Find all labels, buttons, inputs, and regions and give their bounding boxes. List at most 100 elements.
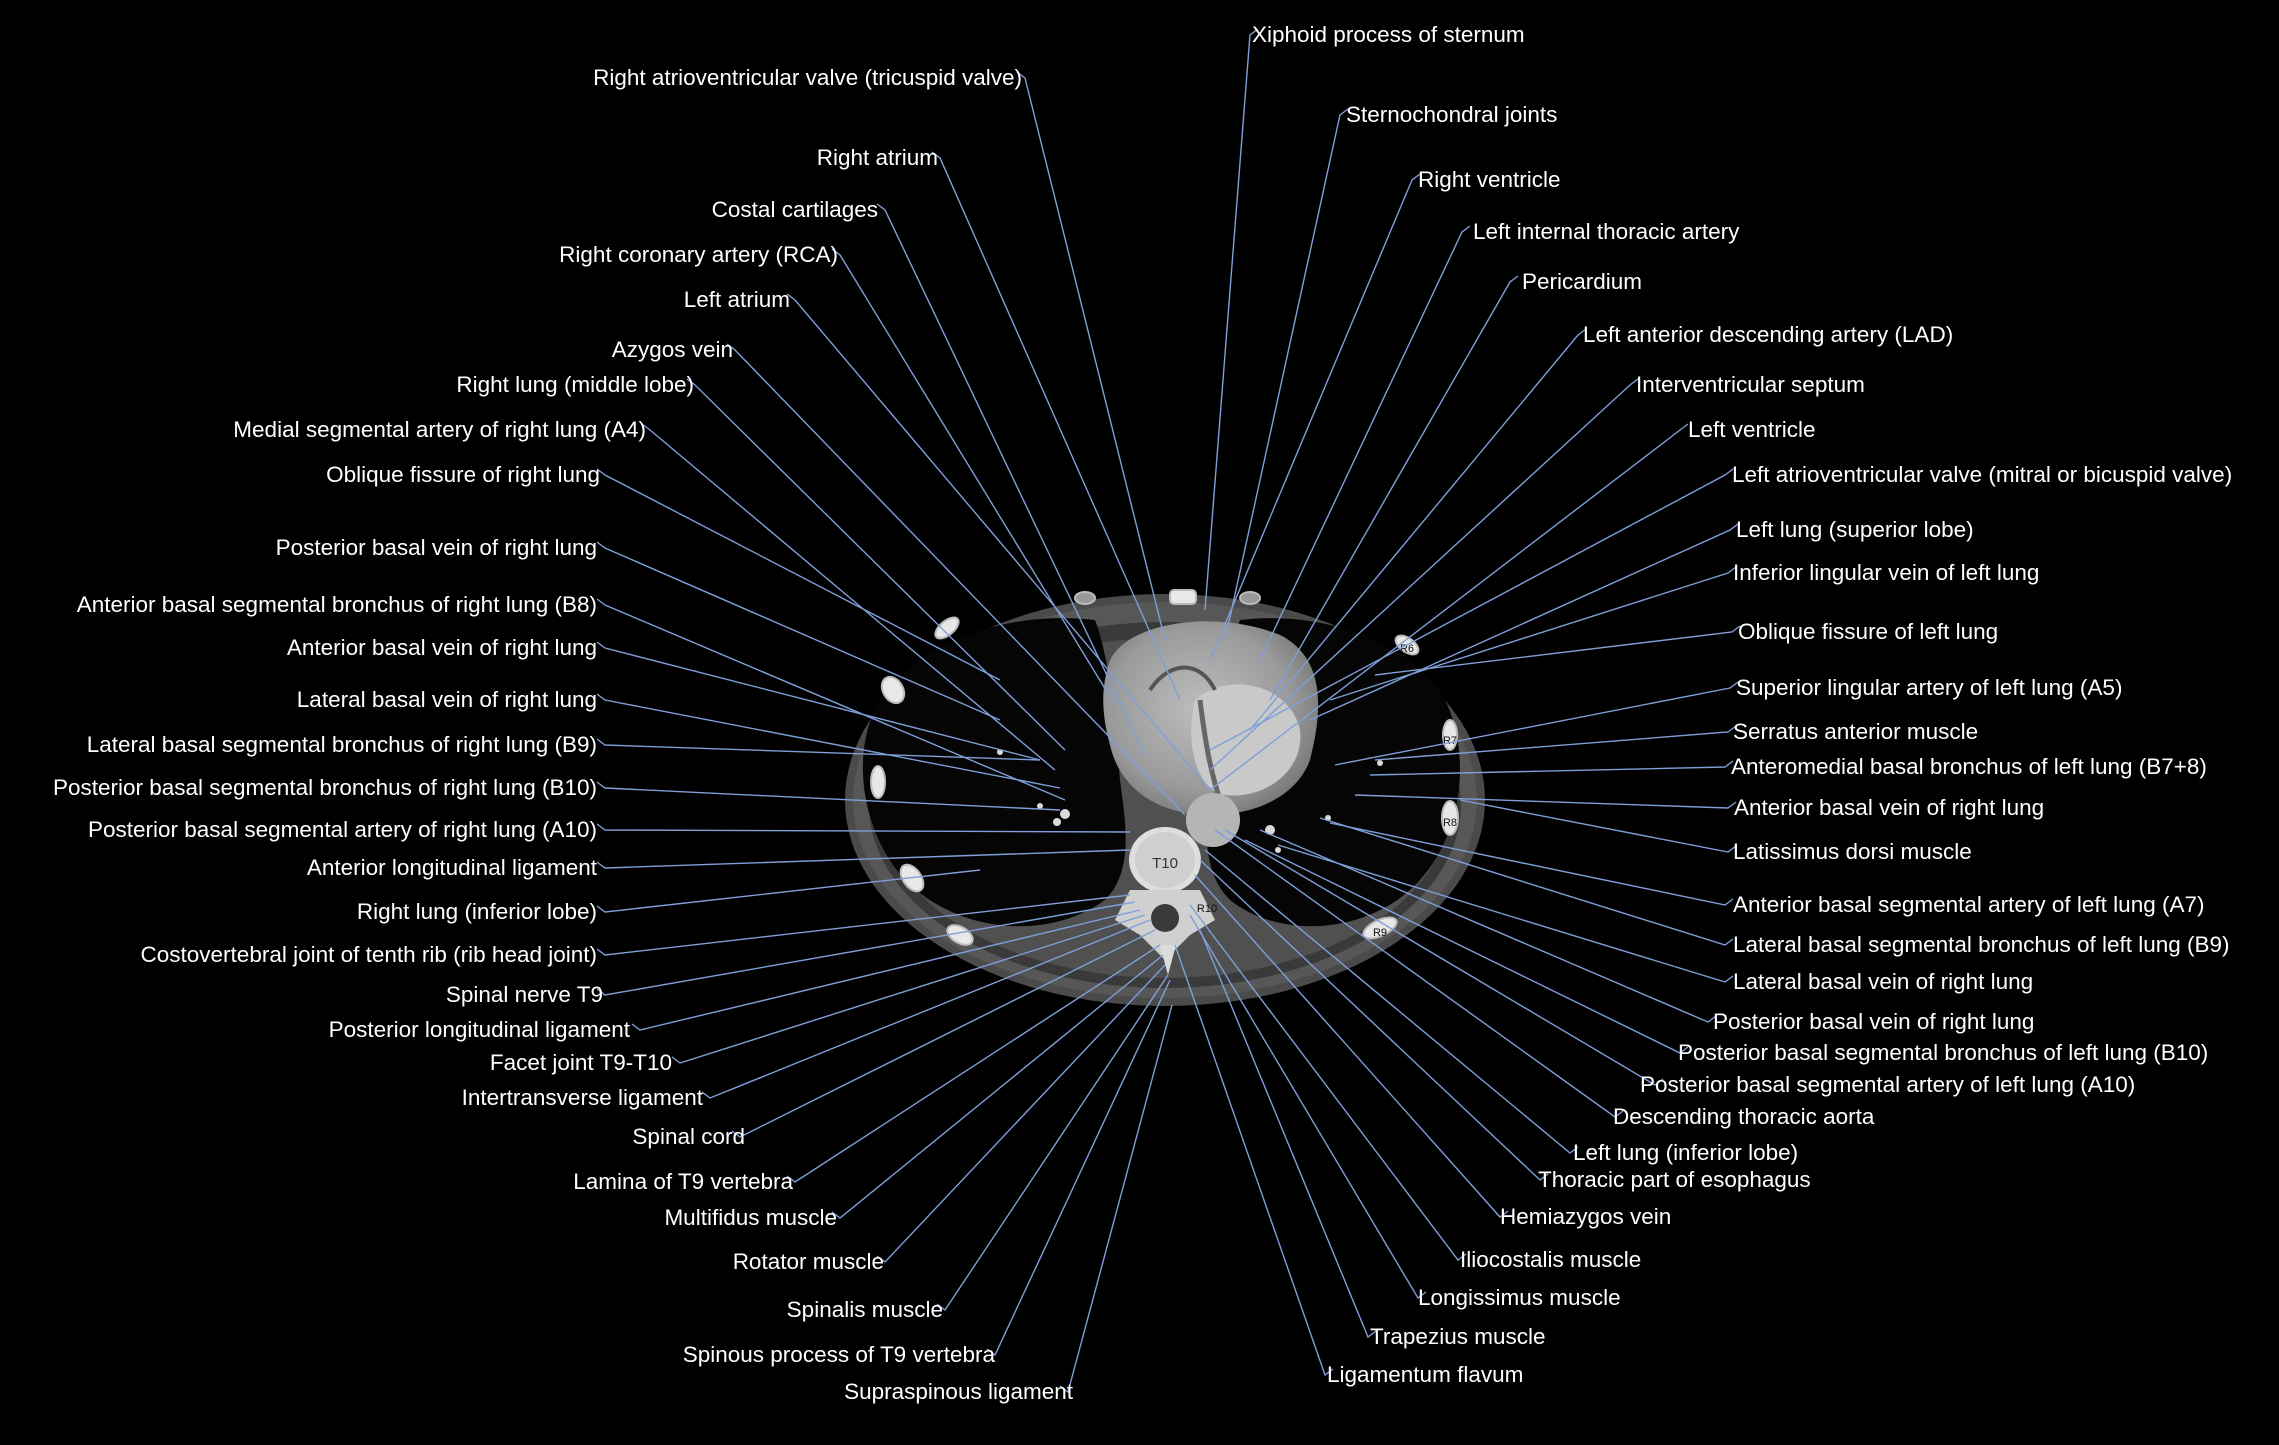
leader-line <box>1174 944 1334 1377</box>
leader-line <box>596 541 1001 721</box>
label-multifidus-muscle: Multifidus muscle <box>664 1205 837 1230</box>
leader-line <box>726 343 1186 816</box>
label-xiphoid-process-of-sternum: Xiphoid process of sternum <box>1252 22 1525 47</box>
label-spinal-cord: Spinal cord <box>632 1124 745 1149</box>
leader-line <box>1459 799 1737 853</box>
label-posterior-basal-segmental-bronchus-of-left-lung-b10: Posterior basal segmental bronchus of le… <box>1678 1040 2209 1065</box>
label-posterior-longitudinal-ligament: Posterior longitudinal ligament <box>328 1017 630 1042</box>
label-descending-thoracic-aorta: Descending thoracic aorta <box>1613 1104 1875 1129</box>
label-costal-cartilages: Costal cartilages <box>711 197 878 222</box>
leader-line <box>1199 929 1377 1339</box>
leader-line <box>786 293 1211 791</box>
leader-line <box>1209 423 1689 791</box>
aorta <box>1186 793 1240 847</box>
leader-line <box>596 894 1131 956</box>
label-posterior-basal-vein-of-right-lung: Posterior basal vein of right lung <box>275 535 597 560</box>
leader-line <box>1214 829 1624 1118</box>
label-posterior-basal-segmental-bronchus-of-right-lung-b10: Posterior basal segmental bronchus of ri… <box>52 775 597 800</box>
leader-line <box>701 919 1151 1099</box>
leader-line <box>986 979 1171 1357</box>
leader-line <box>686 378 1066 751</box>
leader-line <box>1374 725 1737 761</box>
leader-line <box>1016 71 1166 641</box>
label-latissimus-dorsi-muscle: Latissimus dorsi muscle <box>1733 839 1972 864</box>
label-anterior-basal-vein-of-right-lung: Anterior basal vein of right lung <box>286 635 597 660</box>
label-superior-lingular-artery-of-left-lung-a5: Superior lingular artery of left lung (A… <box>1736 675 2123 700</box>
leader-line <box>1204 28 1259 611</box>
label-sternochondral-joints: Sternochondral joints <box>1346 102 1558 127</box>
label-posterior-basal-segmental-artery-of-right-lung-a10: Posterior basal segmental artery of righ… <box>88 817 597 842</box>
leader-line <box>1354 794 1737 809</box>
label-right-lung-middle-lobe: Right lung (middle lobe) <box>456 372 694 397</box>
label-spinal-nerve-t9: Spinal nerve T9 <box>445 982 603 1007</box>
leader-line <box>1329 822 1734 906</box>
leader-line <box>1189 914 1427 1300</box>
label-trapezius-muscle: Trapezius muscle <box>1370 1324 1546 1349</box>
label-left-internal-thoracic-artery: Left internal thoracic artery <box>1473 219 1740 244</box>
label-anteromedial-basal-bronchus-of-left-lung-b7-8: Anteromedial basal bronchus of left lung… <box>1731 754 2207 779</box>
leader-lines <box>596 28 1741 1394</box>
leader-line <box>1209 468 1734 751</box>
label-hemiazygos-vein: Hemiazygos vein <box>1500 1204 1672 1229</box>
leader-line <box>831 248 1116 706</box>
leader-line <box>731 929 1156 1138</box>
label-ligamentum-flavum: Ligamentum flavum <box>1327 1362 1524 1387</box>
label-oblique-fissure-of-right-lung: Oblique fissure of right lung <box>326 462 600 487</box>
label-interventricular-septum: Interventricular septum <box>1636 372 1865 397</box>
label-rotator-muscle: Rotator muscle <box>732 1249 884 1274</box>
label-intertransverse-ligament: Intertransverse ligament <box>461 1085 703 1110</box>
label-lateral-basal-vein-of-right-lung: Lateral basal vein of right lung <box>1733 969 2034 994</box>
leader-line <box>1204 849 1579 1154</box>
rib-tag: R9 <box>1373 927 1387 939</box>
label-left-atrioventricular-valve-mitral-or-bicuspid-valve: Left atrioventricular valve (mitral or b… <box>1732 462 2233 487</box>
leader-line <box>936 974 1169 1312</box>
leader-line <box>1194 874 1509 1218</box>
label-supraspinous-ligament: Supraspinous ligament <box>844 1379 1073 1404</box>
leader-line <box>1269 275 1519 701</box>
leader-line <box>876 964 1166 1263</box>
label-left-anterior-descending-artery-lad: Left anterior descending artery (LAD) <box>1583 322 1954 347</box>
leader-line <box>596 693 1061 789</box>
leader-line <box>596 468 1001 681</box>
label-left-lung-superior-lobe: Left lung (superior lobe) <box>1736 517 1974 542</box>
label-left-atrium: Left atrium <box>683 287 790 312</box>
leader-line <box>596 738 1041 761</box>
leader-line <box>596 901 1136 996</box>
label-lamina-of-t9-vertebra: Lamina of T9 vertebra <box>573 1169 793 1194</box>
label-posterior-basal-segmental-artery-of-left-lung-a10: Posterior basal segmental artery of left… <box>1640 1072 2136 1097</box>
vertebra: T10 <box>1115 827 1215 975</box>
leader-line <box>596 781 1061 811</box>
leader-line <box>1209 173 1421 661</box>
leader-line <box>596 849 1131 869</box>
label-lateral-basal-segmental-bronchus-of-right-lung-b9: Lateral basal segmental bronchus of righ… <box>86 732 597 757</box>
leader-line <box>876 203 1146 756</box>
leader-line <box>1309 523 1739 721</box>
vertebra-label: T10 <box>1152 855 1178 872</box>
leader-line <box>1277 844 1734 983</box>
label-left-lung-inferior-lobe: Left lung (inferior lobe) <box>1573 1140 1799 1165</box>
label-spinalis-muscle: Spinalis muscle <box>786 1297 943 1322</box>
label-anterior-basal-segmental-artery-of-left-lung-a7: Anterior basal segmental artery of left … <box>1733 892 2205 917</box>
rib-tag: R10 <box>1197 903 1217 915</box>
label-right-atrioventricular-valve-tricuspid-valve: Right atrioventricular valve (tricuspid … <box>593 65 1022 90</box>
leader-line <box>831 954 1164 1219</box>
leader-line <box>1259 225 1471 661</box>
leader-line <box>671 914 1146 1064</box>
leader-line <box>1329 566 1737 701</box>
label-spinous-process-of-t9-vertebra: Spinous process of T9 vertebra <box>682 1342 995 1367</box>
label-right-ventricle: Right ventricle <box>1418 167 1561 192</box>
leader-line <box>1209 378 1639 771</box>
leader-line <box>1244 839 1689 1054</box>
label-pericardium: Pericardium <box>1522 269 1643 294</box>
label-anterior-basal-segmental-bronchus-of-right-lung-b8: Anterior basal segmental bronchus of rig… <box>76 592 597 617</box>
label-lateral-basal-vein-of-right-lung: Lateral basal vein of right lung <box>296 687 597 712</box>
leader-line <box>786 944 1161 1183</box>
label-inferior-lingular-vein-of-left-lung: Inferior lingular vein of left lung <box>1733 560 2040 585</box>
leader-line <box>1249 328 1587 731</box>
leader-line <box>1374 625 1741 676</box>
label-serratus-anterior-muscle: Serratus anterior muscle <box>1733 719 1979 744</box>
label-costovertebral-joint-of-tenth-rib-rib-head-joint: Costovertebral joint of tenth rib (rib h… <box>140 942 597 967</box>
leader-line <box>641 423 1056 771</box>
